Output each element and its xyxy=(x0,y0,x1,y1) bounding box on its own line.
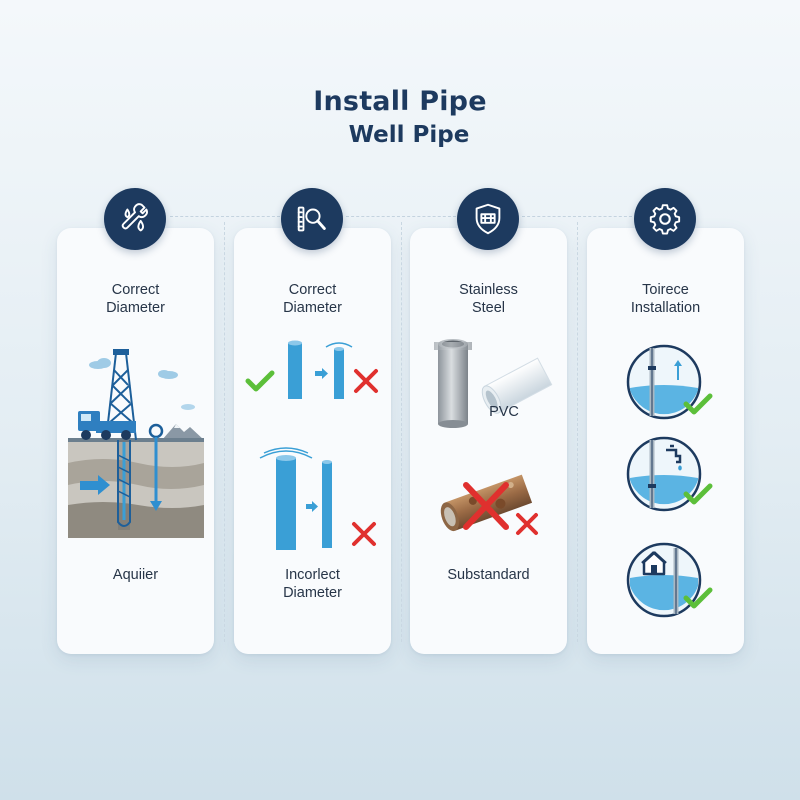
step-caption: Substandard xyxy=(447,567,530,583)
installation-check-1-illustration xyxy=(626,344,713,420)
step-heading: Correct Diameter xyxy=(106,282,165,316)
step-card-2 xyxy=(234,228,391,654)
page-subtitle: Well Pipe xyxy=(348,122,470,148)
magnifier-ruler-icon xyxy=(281,188,343,250)
step-caption: Incorlect Diameter xyxy=(283,567,342,601)
column-divider xyxy=(401,222,402,642)
connector-line xyxy=(346,216,456,217)
step-heading: Correct Diameter xyxy=(283,282,342,316)
incorrect-diameter-illustration xyxy=(259,447,376,550)
shield-pipe-icon xyxy=(457,188,519,250)
connector-line xyxy=(170,216,280,217)
page-title: Install Pipe xyxy=(313,86,487,117)
installation-check-2-illustration xyxy=(626,436,713,512)
drilling-rig-illustration xyxy=(68,349,204,538)
gear-icon xyxy=(634,188,696,250)
column-divider xyxy=(224,222,225,642)
wrench-water-drops-icon xyxy=(104,188,166,250)
step-caption: Aquiier xyxy=(112,567,159,583)
pvc-label: PVC xyxy=(489,404,519,420)
steel-and-pvc-pipes-illustration xyxy=(434,339,553,428)
step-card-3 xyxy=(410,228,567,654)
installation-check-3-illustration xyxy=(626,542,713,618)
step-heading: Toirece Installation xyxy=(630,282,701,316)
substandard-rusted-pipe-illustration xyxy=(440,474,538,535)
step-heading: Stainless Steel xyxy=(459,282,518,316)
column-divider xyxy=(577,222,578,642)
correct-diameter-illustration xyxy=(245,340,378,399)
connector-line xyxy=(522,216,632,217)
